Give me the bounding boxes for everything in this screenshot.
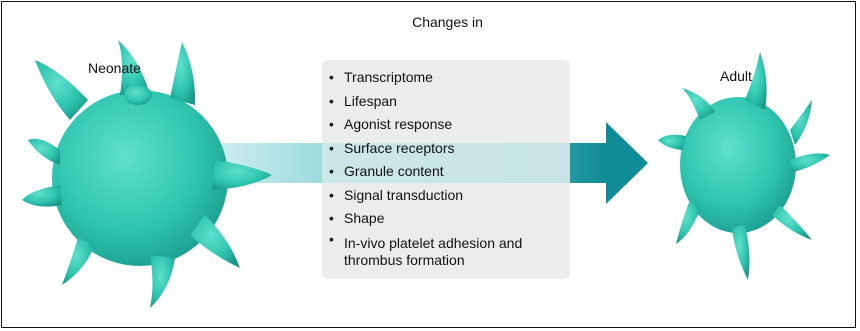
change-item: Shape — [327, 207, 544, 231]
changes-list: Transcriptome Lifespan Agonist response … — [327, 66, 544, 269]
changes-title: Changes in — [412, 14, 483, 30]
change-item: In-vivo platelet adhesion and thrombus f… — [327, 231, 544, 269]
change-item: Granule content — [327, 160, 544, 184]
change-item: Surface receptors — [327, 137, 544, 161]
change-item: Agonist response — [327, 113, 544, 137]
neonate-label: Neonate — [88, 60, 141, 76]
change-item: Transcriptome — [327, 66, 544, 90]
change-item: Lifespan — [327, 90, 544, 114]
adult-label: Adult — [720, 68, 752, 84]
adult-platelet-illustration — [658, 52, 830, 280]
change-item: Signal transduction — [327, 184, 544, 208]
neonate-platelet-illustration — [22, 40, 272, 308]
